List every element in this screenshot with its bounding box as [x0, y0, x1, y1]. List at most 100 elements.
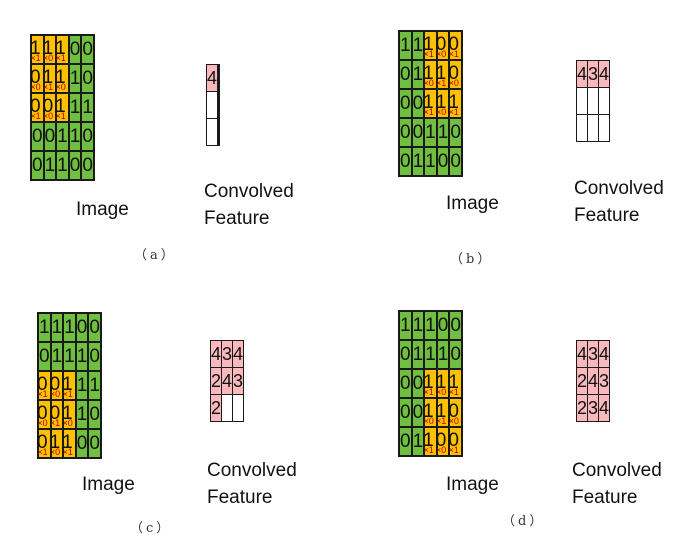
image-cell-value: 0 — [400, 63, 411, 85]
image-cell-value: 0 — [437, 314, 449, 336]
kernel-weight: ×1 — [436, 416, 447, 426]
image-cell: 0 — [435, 310, 451, 341]
image-cell-in-kernel: 1×0 — [436, 368, 451, 399]
image-cell-value: 0 — [448, 400, 459, 422]
feature-cell — [598, 114, 611, 142]
feature-cell: 2 — [575, 394, 589, 422]
feature-cell — [232, 394, 245, 422]
image-cell-value: 1 — [425, 121, 436, 143]
image-cell-value: 0 — [89, 345, 100, 367]
image-cell: 0 — [80, 121, 95, 152]
feature-cell: 4 — [575, 60, 589, 88]
image-cell-value: 0 — [412, 92, 424, 114]
kernel-weight: ×0 — [42, 111, 54, 121]
image-cell-value: 0 — [32, 125, 43, 147]
image-cell-value: 0 — [69, 38, 81, 60]
image-cell: 0 — [87, 399, 102, 430]
image-cell-in-kernel: 1×1 — [435, 59, 451, 90]
image-cell-value: 0 — [400, 343, 411, 365]
kernel-weight: ×1 — [423, 49, 434, 59]
panel-caption: （c） — [130, 521, 173, 536]
feature-cell: 4 — [587, 367, 600, 395]
image-cell-value: 0 — [30, 95, 41, 117]
image-cell-value: 0 — [82, 38, 93, 60]
image-cell-value: 1 — [89, 374, 100, 396]
image-cell-in-kernel: 1×0 — [423, 397, 438, 428]
kernel-weight: ×0 — [49, 389, 61, 399]
kernel-weight: ×0 — [55, 82, 66, 92]
image-cell: 1 — [74, 341, 90, 372]
feature-cell: 4 — [598, 340, 611, 368]
kernel-weight: ×1 — [436, 78, 447, 88]
image-cell-value: 1 — [44, 154, 56, 176]
image-cell: 1 — [67, 92, 83, 123]
image-cell-value: 1 — [55, 37, 66, 59]
image-cell: 1 — [67, 63, 83, 94]
image-cell-value: 1 — [42, 37, 54, 59]
image-cell: 0 — [398, 146, 413, 177]
feature-cell — [587, 114, 600, 142]
feature-cell: 3 — [587, 340, 600, 368]
image-cell-value: 1 — [62, 373, 73, 395]
image-cell-value: 1 — [62, 431, 73, 453]
image-cell-in-kernel: 0×1 — [448, 426, 463, 457]
panel-caption: （d） — [502, 514, 546, 529]
image-cell: 0 — [80, 34, 95, 65]
image-cell-value: 1 — [412, 314, 424, 336]
image-cell-value: 0 — [450, 121, 461, 143]
image-cell-value: 0 — [37, 402, 48, 424]
image-cell: 1 — [55, 150, 70, 181]
feature-cell: 4 — [221, 367, 234, 395]
image-cell: 0 — [80, 63, 95, 94]
kernel-weight: ×0 — [62, 418, 73, 428]
image-cell-in-kernel: 0×0 — [37, 399, 52, 430]
image-cell-value: 1 — [55, 66, 66, 88]
image-cell-value: 0 — [39, 345, 50, 367]
image-cell: 0 — [398, 339, 413, 370]
panel-caption: （a） — [134, 248, 177, 263]
image-cell-value: 0 — [412, 401, 424, 423]
kernel-weight: ×1 — [30, 53, 41, 63]
image-cell-value: 1 — [423, 91, 434, 113]
convolved-label: Convolved — [207, 460, 297, 481]
image-cell-value: 1 — [435, 62, 447, 84]
image-cell-value: 1 — [423, 371, 434, 393]
image-cell: 1 — [37, 312, 52, 343]
kernel-weight: ×0 — [30, 82, 41, 92]
kernel-weight: ×1 — [49, 418, 61, 428]
image-cell-value: 0 — [69, 154, 81, 176]
image-cell: 0 — [87, 341, 102, 372]
feature-cell — [205, 91, 219, 119]
image-cell-value: 0 — [450, 150, 461, 172]
image-cell: 1 — [410, 30, 426, 61]
feature-cell — [218, 118, 221, 146]
image-cell-in-kernel: 1×0 — [436, 88, 451, 119]
image-cell-value: 0 — [450, 314, 461, 336]
image-cell-value: 1 — [435, 400, 447, 422]
image-cell-value: 1 — [412, 430, 424, 452]
image-cell-value: 1 — [412, 343, 424, 365]
image-cell-value: 1 — [437, 343, 449, 365]
image-cell: 0 — [67, 34, 83, 65]
image-cell-value: 1 — [62, 402, 73, 424]
feature-cell: 3 — [221, 340, 234, 368]
kernel-weight: ×1 — [423, 445, 434, 455]
convolved-label: Convolved — [204, 181, 294, 202]
image-cell-in-kernel: 1×1 — [423, 30, 438, 61]
image-cell: 1 — [62, 341, 77, 372]
image-cell-value: 1 — [423, 400, 434, 422]
image-label: Image — [446, 474, 499, 495]
kernel-weight: ×1 — [448, 107, 459, 117]
feature-cell: 3 — [598, 367, 611, 395]
image-cell-value: 0 — [400, 121, 411, 143]
image-cell-value: 0 — [448, 429, 459, 451]
